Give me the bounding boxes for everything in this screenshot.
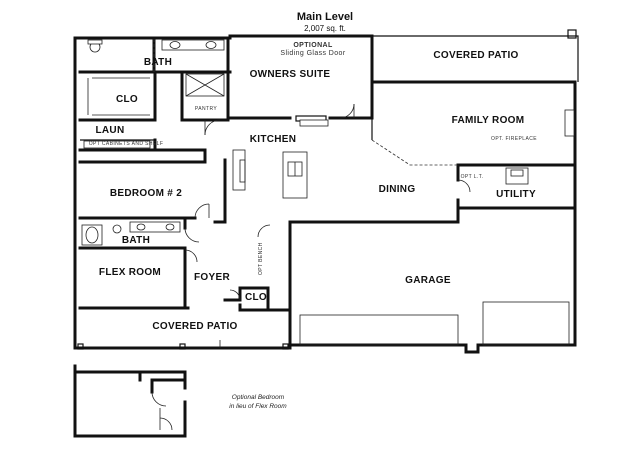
inset-note-line2: in lieu of Flex Room bbox=[229, 403, 287, 410]
label-bedroom-2: BEDROOM # 2 bbox=[110, 188, 182, 199]
label-laun: LAUN bbox=[96, 125, 125, 136]
label-bath-lower: BATH bbox=[122, 235, 150, 246]
label-clo-top: CLO bbox=[116, 94, 138, 105]
bath-lower-fixtures bbox=[81, 221, 181, 246]
plan-area: 2,007 sq. ft. bbox=[304, 24, 346, 33]
label-family-room: FAMILY ROOM bbox=[452, 115, 525, 126]
label-pantry: PANTRY bbox=[195, 106, 217, 112]
label-bath-top: BATH bbox=[144, 57, 172, 68]
label-sliding-door: Sliding Glass Door bbox=[280, 50, 345, 57]
label-opt-bench: OPT BENCH bbox=[258, 242, 264, 275]
closet-rod-top bbox=[87, 77, 150, 116]
label-opt-lt: OPT L.T. bbox=[461, 174, 484, 180]
family-room-fireplace bbox=[564, 109, 575, 137]
label-covered-patio-bottom: COVERED PATIO bbox=[152, 321, 237, 332]
door-swings bbox=[184, 103, 471, 348]
label-dining: DINING bbox=[379, 184, 416, 195]
patio-posts bbox=[77, 343, 289, 350]
label-owners-suite: OWNERS SUITE bbox=[250, 69, 331, 80]
label-laun-note: OPT CABINETS AND SHELF bbox=[89, 141, 164, 147]
optional-bedroom-inset bbox=[73, 364, 187, 438]
label-flex-room: FLEX ROOM bbox=[99, 267, 161, 278]
covered-patio-top-outline bbox=[372, 29, 579, 82]
plan-title: Main Level bbox=[297, 11, 353, 23]
laundry-appliances bbox=[83, 140, 151, 149]
bath-top-fixtures bbox=[87, 39, 225, 97]
label-clo-lower: CLO bbox=[245, 292, 267, 303]
label-opt-fireplace: OPT. FIREPLACE bbox=[491, 136, 537, 142]
label-garage: GARAGE bbox=[405, 275, 451, 286]
label-foyer: FOYER bbox=[194, 272, 230, 283]
kitchen-fixtures bbox=[232, 119, 329, 199]
utility-fixtures bbox=[505, 167, 529, 185]
label-optional: OPTIONAL bbox=[293, 42, 333, 49]
label-kitchen: KITCHEN bbox=[250, 134, 297, 145]
label-covered-patio-top: COVERED PATIO bbox=[433, 50, 518, 61]
open-area-outline bbox=[153, 38, 458, 166]
label-utility: UTILITY bbox=[496, 189, 536, 200]
garage-doors bbox=[299, 301, 570, 346]
inset-note-line1: Optional Bedroom bbox=[232, 394, 285, 401]
